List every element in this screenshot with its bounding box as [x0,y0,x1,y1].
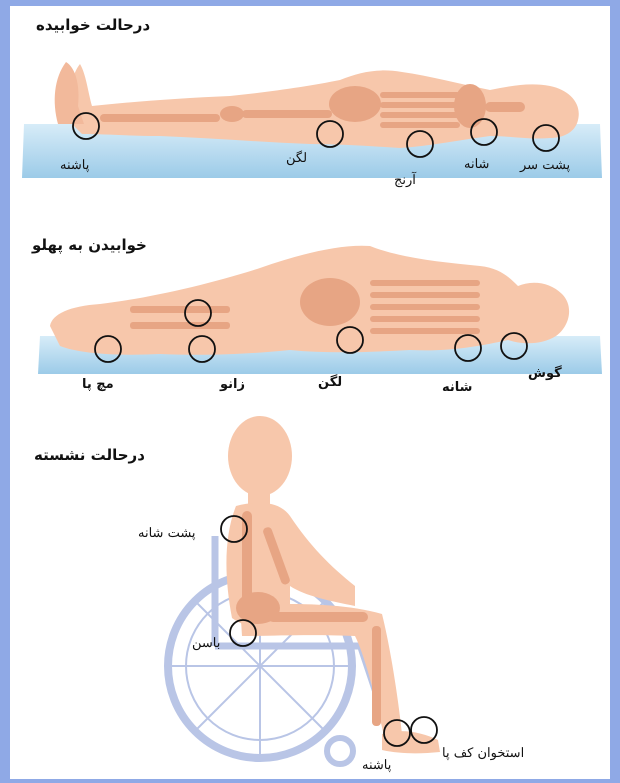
supine-figure [22,62,602,178]
section-title-seated: درحالت نشسته [34,446,145,464]
body-seated [226,416,440,753]
illustration [10,6,610,779]
label-upper-back-seated: پشت شانه [138,526,196,541]
section-title-supine: درحالت خوابیده [36,16,150,34]
label-heel-supine: پاشنه [60,158,89,173]
label-occiput-supine: پشت سر [520,158,570,173]
label-shoulder-side: شانه [442,380,472,395]
label-sole-seated: استخوان کف پا [442,746,524,761]
label-heel-seated: پاشنه [362,758,391,773]
diagram-panel: درحالت خوابیده خوابیدن به پهلو درحالت نش… [10,6,610,779]
label-knee-side: زانو [220,377,245,392]
section-title-side: خوابیدن به پهلو [32,236,147,254]
label-elbow-supine: آرنج [394,173,416,188]
label-hip-side: لگن [318,375,342,390]
label-buttocks-seated: باسن [192,636,220,651]
label-ear-side: گوش [528,366,562,381]
side-lying-figure [38,246,602,374]
label-ankle-side: مچ پا [82,377,114,392]
seated-figure [168,416,440,764]
label-shoulder-supine: شانه [464,157,489,172]
label-hip-supine: لگن [286,151,307,166]
